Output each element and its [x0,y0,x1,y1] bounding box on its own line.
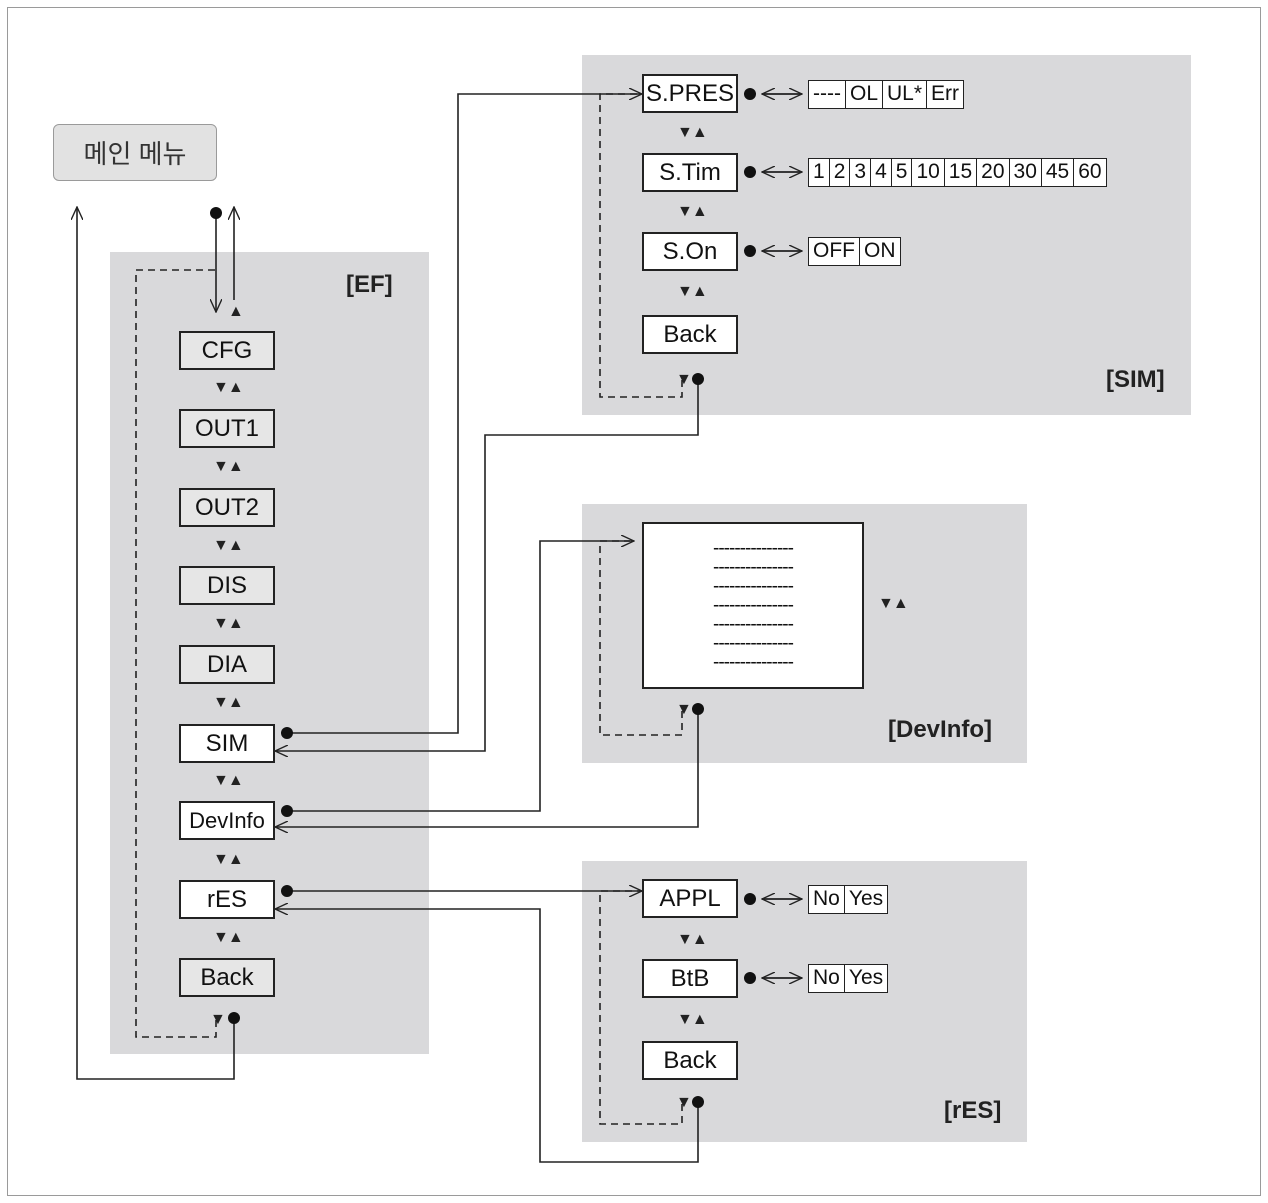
main-menu-box: 메인 메뉴 [53,124,217,181]
nav-down-marker: ▼ [210,1011,226,1028]
son-options: OFF ON [808,237,901,266]
option: UL* [882,81,926,108]
nav-arrows: ▼▲ [677,124,708,141]
nav-arrows: ▼▲ [213,694,244,711]
option: Yes [843,886,887,913]
option: ON [859,238,900,265]
diagram-frame [7,7,1261,1196]
option: Yes [843,965,887,992]
option: OL [844,81,882,108]
option: No [813,966,840,989]
option: ---- [813,82,841,105]
nav-arrows: ▼▲ [213,379,244,396]
ef-nav-up-marker: ▲ [228,303,244,320]
sim-item-stim: S.Tim [642,153,738,192]
nav-down-marker: ▼ [676,701,692,718]
res-item-btb: BtB [642,959,738,998]
devinfo-line: --------------- [713,632,794,654]
devinfo-line: --------------- [713,556,794,578]
res-panel-title: [rES] [944,1097,1002,1124]
devinfo-line: --------------- [713,537,794,559]
spres-options: ---- OL UL* Err [808,80,965,109]
nav-arrows: ▼▲ [677,283,708,300]
devinfo-line: --------------- [713,594,794,616]
nav-arrows: ▼▲ [213,458,244,475]
option: 20 [976,159,1008,186]
sim-item-back: Back [642,315,738,354]
devinfo-line: --------------- [713,651,794,673]
nav-arrows: ▼▲ [677,931,708,948]
option: 30 [1008,159,1041,186]
option: 4 [870,159,891,186]
option: 1 [813,160,825,183]
ef-item-devinfo: DevInfo [179,801,275,840]
nav-arrows: ▼▲ [878,595,909,612]
nav-arrows: ▼▲ [213,851,244,868]
ef-item-sim: SIM [179,724,275,763]
sim-item-spres: S.PRES [642,74,738,113]
devinfo-line: --------------- [713,613,794,635]
option: 3 [849,159,870,186]
option: 2 [828,159,850,186]
option: No [813,887,840,910]
ef-item-dis: DIS [179,566,275,605]
appl-options: No Yes [808,885,889,914]
ef-item-res: rES [179,880,275,919]
nav-arrows: ▼▲ [213,615,244,632]
btb-options: No Yes [808,964,889,993]
nav-down-marker: ▼ [676,1094,692,1111]
ef-item-back: Back [179,958,275,997]
option: OFF [813,239,855,262]
ef-item-cfg: CFG [179,331,275,370]
ef-item-dia: DIA [179,645,275,684]
nav-arrows: ▼▲ [677,1011,708,1028]
option: 45 [1040,159,1073,186]
option: Err [926,81,963,108]
devinfo-display: --------------- --------------- --------… [642,522,864,689]
nav-arrows: ▼▲ [213,537,244,554]
option: 15 [943,159,976,186]
res-item-back: Back [642,1041,738,1080]
nav-down-marker: ▼ [676,371,692,388]
ef-panel-title: [EF] [346,271,393,298]
ef-item-out1: OUT1 [179,409,275,448]
nav-arrows: ▼▲ [677,203,708,220]
nav-arrows: ▼▲ [213,929,244,946]
devinfo-line: --------------- [713,575,794,597]
nav-arrows: ▼▲ [213,772,244,789]
ef-item-out2: OUT2 [179,488,275,527]
sim-item-son: S.On [642,232,738,271]
sim-panel-title: [SIM] [1106,366,1165,393]
res-item-appl: APPL [642,879,738,918]
option: 60 [1073,159,1105,186]
option: 5 [890,159,912,186]
devinfo-panel-title: [DevInfo] [888,716,992,743]
stim-options: 1 2 3 4 5 10 15 20 30 45 60 [808,158,1107,187]
option: 10 [911,159,943,186]
